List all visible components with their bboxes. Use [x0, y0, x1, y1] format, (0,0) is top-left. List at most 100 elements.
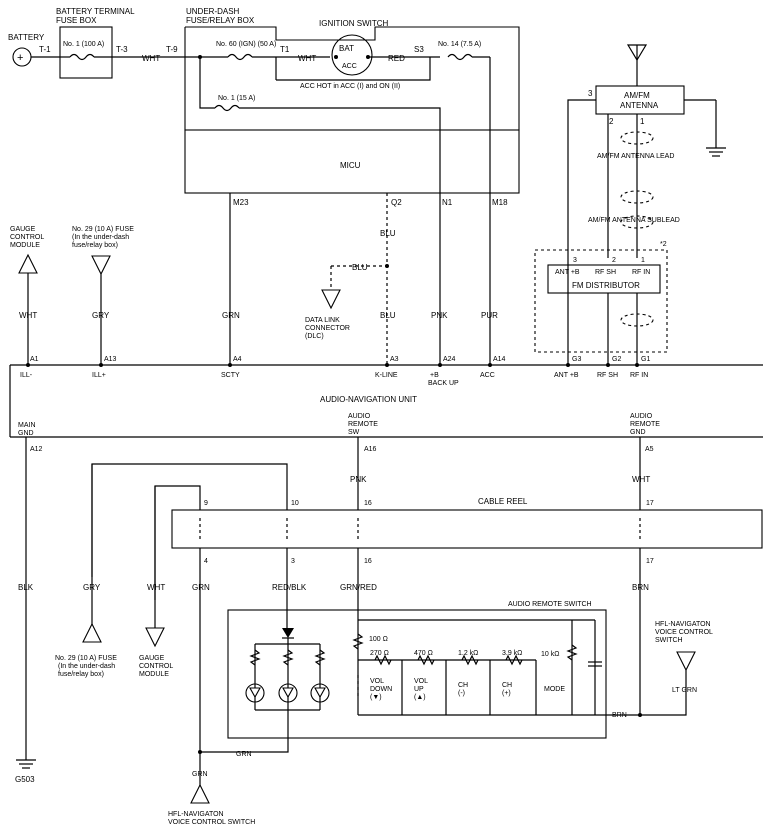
ignition-switch-icon [331, 34, 373, 76]
hfl-right-3: SWITCH [655, 637, 683, 644]
antenna-pin2: 2 [609, 117, 614, 126]
audio-nav-unit-title: AUDIO-NAVIGATION UNIT [320, 395, 417, 404]
res-470: 470 Ω [414, 650, 433, 657]
micu-pin-m18: M18 [492, 198, 508, 207]
antenna-pin3: 3 [588, 89, 593, 98]
ignition-note: ACC HOT in ACC (I) and ON (II) [300, 83, 400, 90]
an-pin-a3: A3 [390, 356, 399, 363]
fm-pin-label-antb: ANT +B [555, 269, 580, 276]
fuse29-label-1: No. 29 (10 A) FUSE [72, 226, 134, 233]
fm-pin3: 3 [573, 257, 577, 264]
wire-blu-dlc: BLU [352, 263, 368, 272]
cable-reel-label: CABLE REEL [478, 497, 528, 506]
remote-switch-title: AUDIO REMOTE SWITCH [508, 601, 592, 608]
remote-gnd-2: REMOTE [630, 421, 660, 428]
micu-pin-n1: N1 [442, 198, 453, 207]
btn-ch-minus-1: CH [458, 682, 468, 689]
an-label-plusb: +B [430, 372, 439, 379]
main-gnd-1: MAIN [18, 422, 36, 429]
an-label-kline: K-LINE [375, 372, 398, 379]
cr-bot-17: 17 [646, 558, 654, 565]
wire-red-blk: RED/BLK [272, 583, 307, 592]
wire-wht-2: WHT [298, 54, 316, 63]
hfl-bottom-1: HFL-NAVIGATON [168, 811, 224, 818]
an-label-rfin: RF IN [630, 372, 648, 379]
fuse-14-icon [447, 53, 473, 61]
an-pin-g2: G2 [612, 356, 621, 363]
fuse29b-2: (In the under-dash [58, 663, 115, 670]
underdash-pin-in: T-9 [166, 45, 178, 54]
voice-switch-right-icon [676, 651, 696, 672]
wire-brn-switch: BRN [612, 712, 627, 719]
res-270: 270 Ω [370, 650, 389, 657]
remote-sw-1: AUDIO [348, 413, 371, 420]
an-label-rfsh: RF SH [597, 372, 618, 379]
hfl-right-1: HFL-NAVIGATON [655, 621, 711, 628]
cr-top-16: 16 [364, 500, 372, 507]
voice-switch-bottom-icon [190, 783, 210, 804]
gcm-label-2: CONTROL [10, 234, 44, 241]
fuse-1-label: No. 1 (15 A) [218, 95, 255, 102]
an-label-acc: ACC [480, 372, 495, 379]
btn-ch-plus-2: (+) [502, 690, 511, 697]
antenna-box-2: ANTENNA [620, 101, 659, 110]
an-pin-a16: A16 [364, 446, 377, 453]
led-2-icon [278, 683, 298, 703]
an-label-backup: BACK UP [428, 380, 459, 387]
led-3-icon [310, 683, 330, 703]
fuse-100a-label: No. 1 (100 A) [63, 41, 104, 48]
terminal-box-title2: FUSE BOX [56, 16, 97, 25]
wire-brn: BRN [632, 583, 649, 592]
an-label-ill-minus: ILL- [20, 372, 33, 379]
fuse29-label-3: fuse/relay box) [72, 242, 118, 249]
antenna-lead-label: AM/FM ANTENNA LEAD [597, 153, 674, 160]
audio-remote-switch-box [227, 609, 607, 739]
btn-vol-up-1: VOL [414, 678, 428, 685]
remote-gnd-3: GND [630, 429, 646, 436]
wire-gry-ill: GRY [92, 311, 110, 320]
an-label-ill-plus: ILL+ [92, 372, 106, 379]
cr-bot-16: 16 [364, 558, 372, 565]
ignition-acc: ACC [342, 63, 357, 70]
wire-gry-fuse29: GRY [83, 583, 101, 592]
cable-reel-box [171, 509, 763, 549]
wire-blk-gnd: BLK [18, 583, 34, 592]
wire-red: RED [388, 54, 405, 63]
fm-distributor-dashed-outline [534, 249, 668, 353]
fuse-14-label: No. 14 (7.5 A) [438, 41, 481, 48]
fm-distributor-box [547, 264, 661, 294]
wire-blu-2: BLU [380, 311, 396, 320]
antenna-pin1: 1 [640, 117, 645, 126]
wire-wht-gcm: WHT [147, 583, 165, 592]
fuse29b-1: No. 29 (10 A) FUSE [55, 655, 117, 662]
wire-grn-voice: GRN [192, 583, 210, 592]
battery-terminal-fuse-box [59, 26, 113, 79]
ignition-title: IGNITION SWITCH [319, 19, 389, 28]
cr-bot-3: 3 [291, 558, 295, 565]
fuse-1-icon [214, 104, 240, 112]
antenna-note: *2 [660, 241, 667, 248]
remote-sw-2: REMOTE [348, 421, 378, 428]
underdash-box-title: UNDER-DASH [186, 7, 240, 16]
wire-grn-bottom: GRN [192, 771, 208, 778]
resistor-100-icon [352, 633, 364, 650]
hfl-bottom-2: VOICE CONTROL SWITCH [168, 819, 255, 826]
wire-pnk-backup: PNK [431, 311, 448, 320]
an-pin-a4: A4 [233, 356, 242, 363]
cr-top-10: 10 [291, 500, 299, 507]
gcm-label-1: GAUGE [10, 226, 36, 233]
gcmb-2: CONTROL [139, 663, 173, 670]
underdash-pin-s3: S3 [414, 45, 424, 54]
btn-vol-down-1: VOL [370, 678, 384, 685]
fuse29b-3: fuse/relay box) [58, 671, 104, 678]
fm-pin2: 2 [612, 257, 616, 264]
dlc-label-3: (DLC) [305, 333, 324, 340]
an-pin-a13: A13 [104, 356, 117, 363]
ignition-bat: BAT [339, 44, 354, 53]
terminal-pin-out: T-3 [116, 45, 128, 54]
an-pin-g1: G1 [641, 356, 650, 363]
wire-wht-ill: WHT [19, 311, 37, 320]
main-gnd-2: GND [18, 430, 34, 437]
fuse-29-bottom-icon [82, 622, 102, 643]
remote-buttons: VOL DOWN (▼) VOL UP (▲) CH (-) CH (+) MO… [357, 660, 565, 715]
